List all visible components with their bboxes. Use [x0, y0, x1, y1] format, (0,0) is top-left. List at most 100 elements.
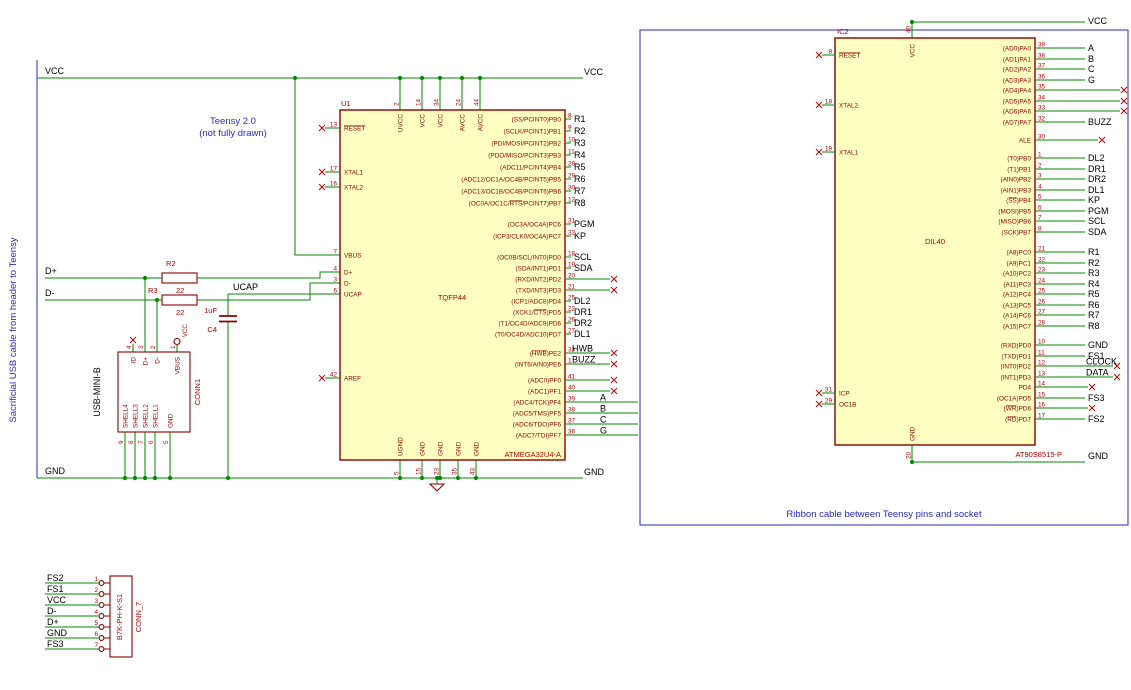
pin-name: (ADC6/TDO)PF6 [513, 422, 562, 429]
pin-number: 35 [452, 467, 459, 475]
net-label: PGM [1088, 206, 1109, 216]
pin-name: UCAP [344, 292, 362, 299]
pin-name: (WR)PD6 [1004, 406, 1032, 413]
pin-name: (T1)PB1 [1007, 167, 1031, 174]
pin-number: 11 [568, 149, 575, 156]
pin-name: (PDI/MOSI/PCINT2)PB2 [491, 141, 561, 148]
noconnect-x [1120, 107, 1128, 115]
net-label: R6 [1088, 300, 1100, 310]
wire [399, 78, 481, 110]
pin-name: (ICP3/CLK0/OC4A)PC7 [493, 234, 561, 241]
pin-name: (INT1)PD3 [1000, 375, 1031, 382]
pin-number: 26 [1038, 299, 1046, 306]
net-label: R4 [574, 150, 586, 160]
pin-number: 16 [1038, 402, 1046, 409]
noconnect-x [1120, 86, 1128, 94]
component-package: DIL40 [925, 237, 945, 246]
component-ref: U1 [341, 99, 351, 108]
net-label: DATA [1086, 368, 1109, 378]
pin-number: 25 [1038, 288, 1046, 295]
net-label: VCC [45, 66, 65, 76]
pin-name: RESET [344, 126, 365, 133]
pin-number: 29 [825, 398, 833, 405]
pin-name: (A9)PC1 [1006, 261, 1031, 268]
component-ref: R3 [148, 286, 158, 295]
pin-name: (OC1A)PD5 [997, 396, 1032, 403]
junction-dot [437, 475, 443, 481]
noconnect-x [815, 148, 823, 156]
net-label: FS1 [47, 584, 64, 594]
pin-number: 1 [1038, 152, 1042, 159]
pin-name: ICP [839, 391, 850, 398]
net-label: FS2 [47, 573, 64, 583]
pin-name: (OC3A/OC4A)PC6 [508, 222, 562, 229]
noconnect-x [610, 360, 618, 368]
pin-name: GND [910, 426, 917, 441]
pin-name: (SDA/INT1)PD1 [516, 266, 562, 273]
pin-name: (AD2)PA2 [1003, 67, 1032, 74]
pin-number: 41 [568, 374, 576, 381]
pin-number: 24 [1038, 278, 1046, 285]
pin-name: (HWB)PE2 [530, 351, 562, 358]
net-label: R4 [1088, 279, 1100, 289]
net-label: PGM [574, 219, 595, 229]
pin-number: 16 [330, 181, 338, 188]
net-label: B [1088, 54, 1094, 64]
pin-number: 2 [150, 345, 157, 349]
pin-number: 8 [128, 440, 135, 444]
pin-number: 10 [568, 137, 576, 144]
net-label: KP [1088, 195, 1100, 205]
pin-number: 34 [1038, 95, 1046, 102]
junction-dot [459, 75, 465, 81]
pin-number: 1 [94, 576, 98, 583]
net-label: R7 [1088, 310, 1100, 320]
pin-name: (MISO)PB6 [998, 219, 1031, 226]
resistor-r2-body [161, 272, 198, 284]
net-label: DR2 [1088, 174, 1106, 184]
wire [227, 293, 340, 478]
net-label: DR1 [1088, 164, 1106, 174]
pin-name: (AD1)PA1 [1003, 57, 1032, 64]
pin-name: (ADC5/TMS)PF5 [513, 411, 562, 418]
pin-number: 19 [825, 146, 833, 153]
pin-name: (A11)PC3 [1003, 282, 1031, 289]
pin-name: XTAL1 [344, 170, 364, 177]
pin-number: 40 [568, 385, 576, 392]
pin-name: (SS)PB4 [1006, 198, 1031, 205]
pin-name: (ADC7/TDI)PF7 [516, 433, 562, 440]
net-label: R5 [574, 162, 586, 172]
pin-name: (OC0B/SCL/INT0)PD0 [497, 255, 561, 262]
pin-name: D+ [344, 270, 353, 277]
pin-number: 18 [568, 251, 576, 258]
net-label: R8 [574, 198, 586, 208]
pin-number: 14 [1038, 381, 1046, 388]
pin-number: 18 [825, 99, 833, 106]
pin-name: (A8)PC0 [1006, 250, 1031, 257]
net-label: VCC [584, 67, 604, 77]
noconnect-x [1113, 362, 1121, 370]
wire [45, 282, 340, 301]
net-label: R3 [1088, 268, 1100, 278]
junction-dot [225, 475, 231, 481]
note-left-cable: Sacrificial USB cable from header to Tee… [8, 237, 19, 422]
pin-number: 10 [1038, 339, 1046, 346]
pin-name: SHELL4 [123, 404, 130, 428]
pin-name: (ADC0)PF0 [528, 378, 561, 385]
pin-name: AREF [344, 376, 361, 383]
net-label: DR2 [574, 318, 592, 328]
pin-name: (A13)PC5 [1003, 303, 1032, 310]
pin-number: 32 [568, 230, 576, 237]
pin-number: 38 [1038, 53, 1046, 60]
pin-name: (INT0)PD2 [1000, 364, 1031, 371]
component-ref: CONN_7 [134, 602, 143, 632]
pin-name: XTAL1 [839, 150, 859, 157]
pin-name: OC1B [839, 402, 856, 409]
pin-name: GND [474, 441, 481, 456]
net-label: CLOCK [1086, 357, 1117, 367]
net-label: UCAP [233, 282, 258, 292]
pin-name: (OC0A/OC1C/RTS/PCINT7)PB7 [469, 201, 562, 208]
noconnect-x [1088, 404, 1096, 412]
resistor-r3-body [161, 294, 198, 306]
pin-name: GND [420, 441, 427, 456]
pin-number: 4 [333, 266, 337, 273]
